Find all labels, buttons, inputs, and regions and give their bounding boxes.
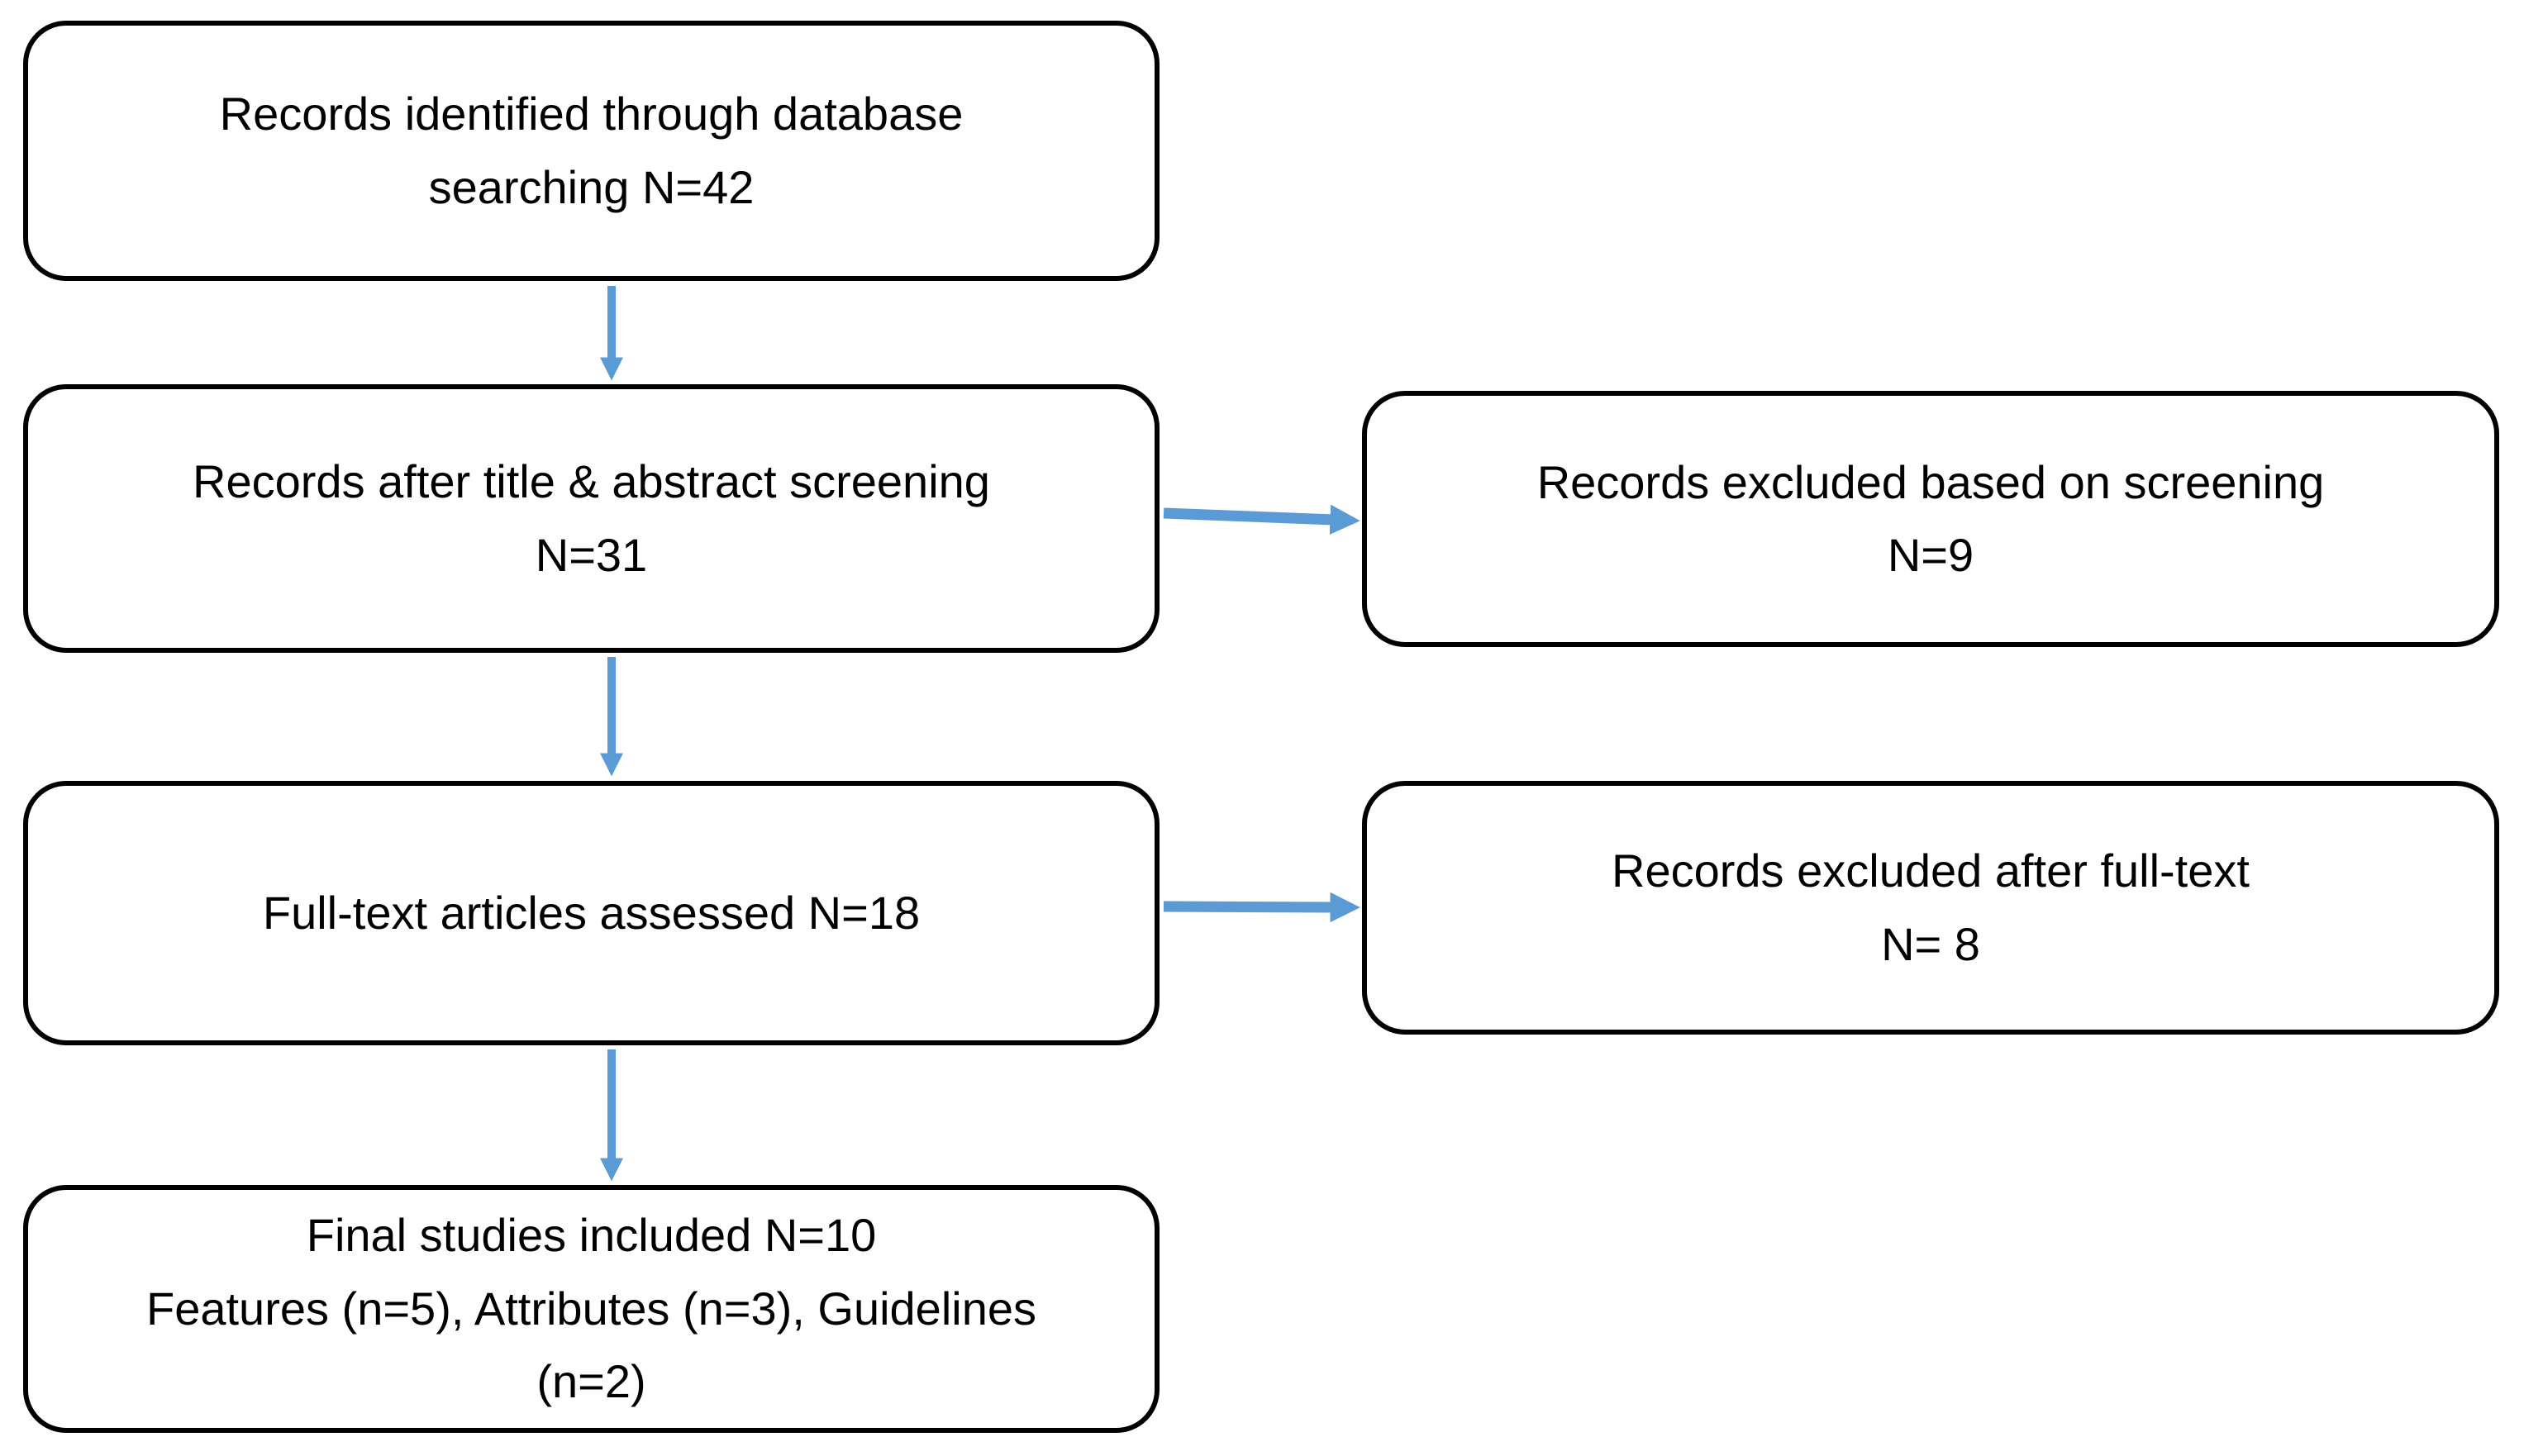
box-fulltext-assessed-text: Full-text articles assessed N=18 [262,886,921,939]
box-final-included: Final studies included N=10 Features (n=… [23,1185,1160,1433]
box-records-identified-text: Records identified through database sear… [219,88,964,213]
box-fulltext-assessed: Full-text articles assessed N=18 [23,781,1160,1045]
box-records-screened-text: Records after title & abstract screening… [193,455,990,581]
box-records-screened: Records after title & abstract screening… [23,384,1160,653]
box-excluded-fulltext-text: Records excluded after full-text N= 8 [1612,845,2250,970]
box-excluded-screening-text: Records excluded based on screening N=9 [1536,455,2325,581]
box-records-identified: Records identified through database sear… [23,21,1160,281]
arrow-fulltext-to-excluded-fulltext [1163,892,1360,923]
box-excluded-fulltext: Records excluded after full-text N= 8 [1362,781,2499,1035]
box-excluded-screening: Records excluded based on screening N=9 [1362,391,2499,647]
box-final-included-text: Final studies included N=10 Features (n=… [146,1209,1036,1408]
arrow-screened-to-excluded-screening [1163,504,1360,535]
